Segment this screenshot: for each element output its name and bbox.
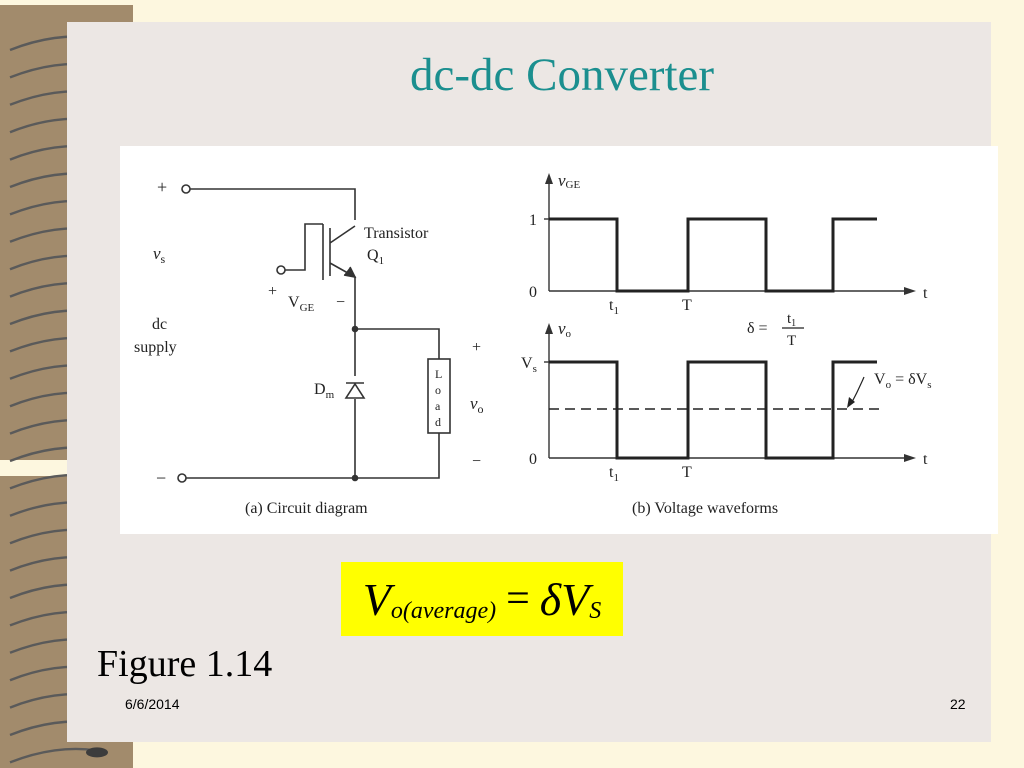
formula-lhs-sub: o(average) [390, 597, 497, 624]
bottom-time-label: t [923, 451, 928, 468]
average-pointer [850, 376, 865, 405]
waveforms-caption: (b) Voltage waveforms [632, 500, 778, 517]
footer-page-number: 22 [950, 696, 966, 712]
duty-delta: δ = [747, 320, 768, 337]
node-dot [351, 325, 359, 333]
formula-rhs-sub: S [589, 597, 602, 624]
top-y-arrow [545, 173, 553, 184]
top-wire [190, 188, 356, 220]
ring-wire [9, 747, 97, 764]
top-x-arrow [904, 287, 916, 295]
duty-numerator: t1 [787, 311, 796, 329]
bottom-period-tick: T [682, 464, 692, 481]
load-letter: L [435, 367, 442, 381]
bottom-x-arrow [904, 454, 916, 462]
transistor-body [322, 224, 356, 329]
top-level-low: 0 [529, 284, 537, 301]
bottom-level-low: 0 [529, 451, 537, 468]
formula-equals: = [506, 576, 530, 622]
footer-date: 6/6/2014 [125, 696, 180, 712]
load-label: L o a d [435, 367, 442, 429]
vge-plus: + [268, 283, 277, 300]
figure-caption: Figure 1.14 [97, 643, 273, 685]
ring-hole [86, 747, 108, 758]
top-terminal [181, 184, 191, 194]
node-dot [351, 474, 359, 482]
average-voltage-formula: V o(average) = δV S [341, 562, 623, 636]
figure-panel: + − vs dc supply Transistor Q1 + VGE − D… [120, 146, 998, 534]
supply-label: supply [134, 339, 177, 356]
top-time-label: t [923, 285, 928, 302]
load-letter: d [435, 415, 441, 429]
bottom-terminal [177, 473, 187, 483]
plus-top: + [157, 177, 167, 197]
top-period-tick: T [682, 297, 692, 314]
load-box [427, 358, 451, 434]
top-t1-tick: t1 [609, 297, 619, 317]
gate-wire [285, 223, 323, 271]
formula-rhs: δV [539, 573, 590, 625]
diode-label: Dm [314, 381, 335, 401]
q1-label: Q1 [367, 247, 384, 267]
bottom-level-high: Vs [521, 355, 537, 375]
dc-label: dc [152, 316, 167, 333]
transistor-label: Transistor [364, 225, 429, 242]
average-pointer-head [847, 397, 855, 408]
top-level-high: 1 [529, 212, 537, 229]
vge-label: VGE [288, 294, 315, 314]
load-letter: a [435, 399, 441, 413]
vo-label: vo [470, 394, 484, 416]
slide-title: dc-dc Converter [409, 49, 715, 101]
bottom-y-arrow [545, 323, 553, 334]
vs-label: vs [153, 244, 166, 266]
diode-symbol [344, 382, 366, 399]
gate-terminal [276, 265, 286, 275]
load-letter: o [435, 383, 441, 397]
vge-pulse-train [549, 217, 877, 293]
average-annotation: Vo= δVs [874, 371, 931, 391]
bottom-axis-label: vo [558, 319, 572, 340]
vge-minus: − [336, 294, 345, 311]
top-axis-label: vGE [558, 171, 580, 191]
minus-bottom: − [156, 468, 166, 488]
formula-lhs: V [362, 573, 391, 625]
right-wire [186, 328, 440, 479]
vo-pulse-train [549, 360, 877, 460]
duty-denominator: T [787, 333, 796, 349]
vo-minus: − [472, 453, 481, 470]
transistor-arrow [343, 266, 357, 279]
circuit-diagram [177, 184, 451, 483]
converter-figure: + − vs dc supply Transistor Q1 + VGE − D… [134, 171, 931, 517]
circuit-caption: (a) Circuit diagram [245, 500, 368, 517]
vo-plus: + [472, 339, 481, 356]
bottom-t1-tick: t1 [609, 464, 619, 484]
voltage-waveforms [544, 173, 916, 462]
